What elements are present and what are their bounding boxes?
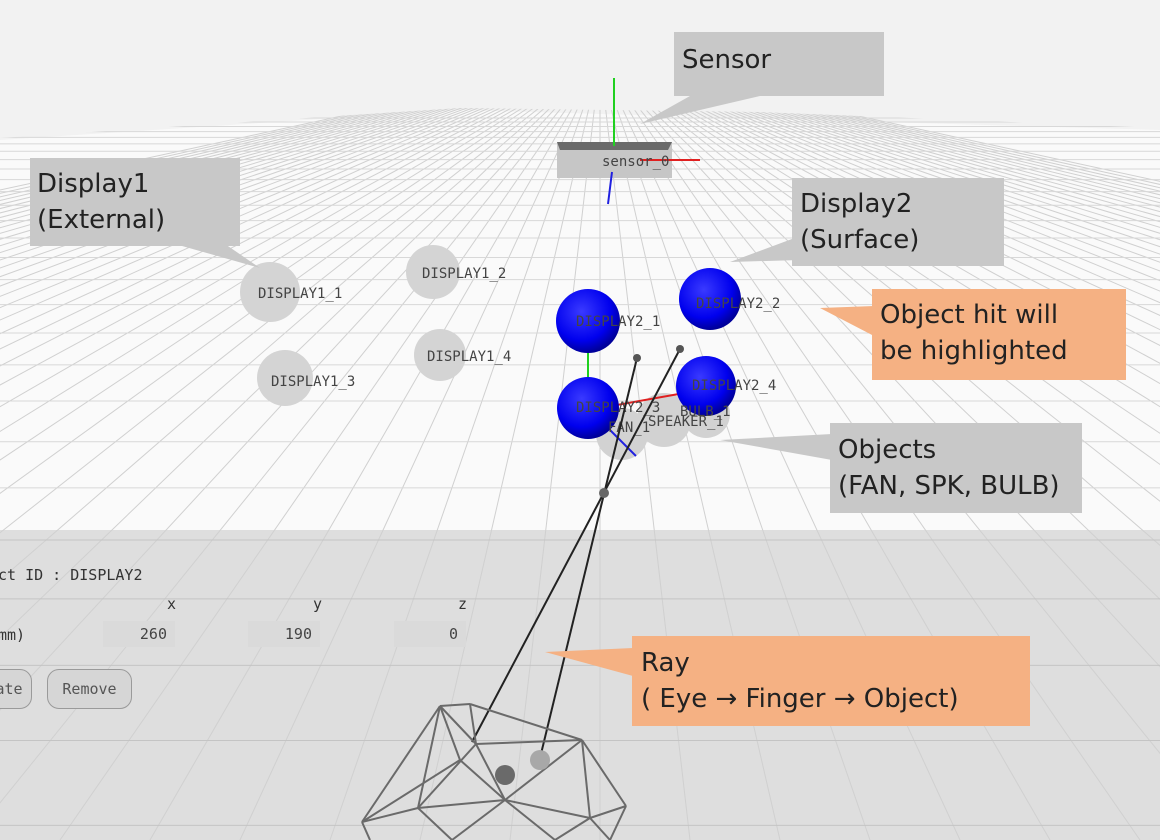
display2-axis-z (609, 429, 637, 457)
finger-origin-point (530, 750, 550, 770)
display1-1-sphere[interactable] (240, 262, 300, 322)
callout-pointers (175, 96, 874, 676)
display2-1-sphere[interactable] (556, 289, 620, 353)
display2-3-sphere[interactable] (557, 377, 619, 439)
display1-4-sphere[interactable] (414, 329, 466, 381)
finger-point (599, 488, 609, 498)
display2-2-label: DISPLAY2_2 (696, 296, 780, 312)
axis-x-header: x (167, 595, 177, 613)
object-id-label: ct ID : DISPLAY2 (0, 566, 143, 584)
display2-objects: DISPLAY2_1 DISPLAY2_2 DISPLAY2_3 DISPLAY… (556, 268, 780, 439)
display1-3-label: DISPLAY1_3 (271, 374, 355, 390)
fan-label: FAN_1 (608, 420, 650, 436)
display1-2-sphere[interactable] (406, 245, 460, 299)
axis-y-header: y (313, 595, 323, 613)
ray-eye-line (471, 348, 681, 743)
bulb-label: BULB_1 (680, 404, 731, 420)
remove-button[interactable]: Remove (47, 669, 132, 709)
display2-2-sphere[interactable] (679, 268, 741, 330)
ray-callout-pointer (545, 648, 633, 676)
axis-z-header: z (458, 595, 468, 613)
display1-objects: DISPLAY1_1 DISPLAY1_2 DISPLAY1_3 DISPLAY… (240, 245, 511, 406)
update-button[interactable]: ate (0, 669, 32, 709)
sensor-box (557, 142, 672, 178)
display2-3-label: DISPLAY2_3 (576, 400, 660, 416)
ray-end-point (676, 345, 684, 353)
display1-4-label: DISPLAY1_4 (427, 349, 511, 365)
speaker-label: SPEAKER_1 (648, 414, 724, 430)
display1-2-label: DISPLAY1_2 (422, 266, 506, 282)
ray-finger-line (539, 357, 638, 759)
highlight-callout: Object hit will be highlighted (872, 289, 1126, 380)
display2-callout: Display2 (Surface) (792, 178, 1004, 266)
display2-1-label: DISPLAY2_1 (576, 314, 660, 330)
display1-1-label: DISPLAY1_1 (258, 286, 342, 302)
display2-4-sphere[interactable] (676, 356, 736, 416)
eye-point (495, 765, 515, 785)
user-head-wireframe (361, 703, 627, 840)
ray-callout: Ray ( Eye → Finger → Object) (632, 636, 1030, 726)
sensor-label: sensor_0 (602, 154, 669, 170)
sensor-object[interactable]: sensor_0 (557, 78, 700, 205)
position-x-field[interactable] (103, 621, 175, 647)
position-y-field[interactable] (248, 621, 320, 647)
display2-4-label: DISPLAY2_4 (692, 378, 776, 394)
objects-callout: Objects (FAN, SPK, BULB) (830, 423, 1082, 513)
display1-3-sphere[interactable] (257, 350, 313, 406)
sensor-axis-z (607, 171, 613, 205)
objects-callout-pointer (720, 434, 832, 460)
display1-callout: Display1 (External) (30, 158, 240, 246)
ray-end-point (633, 354, 641, 362)
object-properties-panel: ct ID : DISPLAY2 x y z mm) ate Remove (0, 530, 540, 730)
sensor-callout: Sensor (674, 32, 884, 96)
position-unit-label: mm) (0, 626, 26, 644)
display2-callout-pointer (730, 236, 800, 262)
highlight-callout-pointer (820, 306, 874, 336)
display1-callout-pointer (175, 244, 260, 268)
sensor-callout-pointer (640, 96, 760, 124)
ray-lines (471, 345, 684, 759)
position-z-field[interactable] (394, 621, 466, 647)
